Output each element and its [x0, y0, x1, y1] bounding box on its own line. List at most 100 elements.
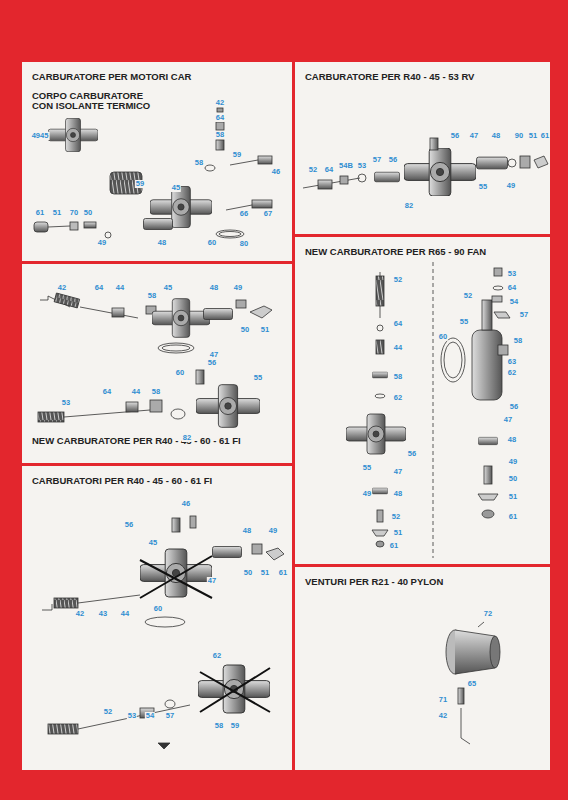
callout-number: 42: [75, 610, 85, 618]
callout-number: 57: [372, 156, 382, 164]
callout-number: 65: [467, 680, 477, 688]
callout-number: 54: [145, 712, 155, 720]
callout-number: 70: [69, 209, 79, 217]
callout-number: 47: [209, 351, 219, 359]
callout-number: 47: [469, 132, 479, 140]
callout-number: 48: [209, 284, 219, 292]
callout-number: 61: [540, 132, 550, 140]
callout-number: 56: [450, 132, 460, 140]
callout-number: 64: [215, 114, 225, 122]
callout-number: 44: [115, 284, 125, 292]
callout-number: 64: [324, 166, 334, 174]
callout-number: 59: [232, 151, 242, 159]
callout-number: 49: [97, 239, 107, 247]
callout-number: 51: [508, 493, 518, 501]
panel-title: CARBURATORI PER R40 - 45 - 60 - 61 FI: [32, 476, 282, 486]
callout-number: 58: [214, 722, 224, 730]
callout-number: 50: [83, 209, 93, 217]
callout-number: 44: [393, 344, 403, 352]
callout-number: 90: [514, 132, 524, 140]
callout-number: 64: [94, 284, 104, 292]
callout-number: 48: [491, 132, 501, 140]
callout-number: 55: [362, 464, 372, 472]
callout-number: 55: [253, 374, 263, 382]
callout-number: 66: [239, 210, 249, 218]
callout-number: 52: [393, 276, 403, 284]
callout-number: 72: [483, 610, 493, 618]
callout-number: 49: [362, 490, 372, 498]
callout-number: 52: [463, 292, 473, 300]
callout-number: 82: [182, 434, 192, 442]
callout-number: 60: [175, 369, 185, 377]
panel-title: CARBURATORE PER R40 - 45 - 53 RV: [305, 72, 540, 82]
callout-number: 53: [61, 399, 71, 407]
panel-title: CARBURATORE PER MOTORI CAR: [32, 72, 282, 82]
callout-number: 42: [57, 284, 67, 292]
callout-number: 54B: [338, 162, 354, 170]
callout-number: 48: [242, 527, 252, 535]
callout-number: 51: [52, 209, 62, 217]
callout-number: 58: [393, 373, 403, 381]
callout-number: 63: [507, 358, 517, 366]
callout-number: 49: [508, 458, 518, 466]
panel-title: NEW CARBURATORE PER R65 - 90 FAN: [305, 247, 540, 257]
callout-number: 82: [404, 202, 414, 210]
callout-number: 58: [513, 337, 523, 345]
callout-number: 58: [147, 292, 157, 300]
callout-number: 45: [148, 539, 158, 547]
callout-number: 4945: [31, 132, 50, 140]
callout-number: 46: [271, 168, 281, 176]
callout-number: 61: [389, 542, 399, 550]
callout-number: 48: [157, 239, 167, 247]
callout-number: 67: [263, 210, 273, 218]
callout-number: 47: [393, 468, 403, 476]
callout-number: 53: [507, 270, 517, 278]
callout-number: 49: [268, 527, 278, 535]
callout-number: 55: [459, 318, 469, 326]
callout-number: 51: [260, 569, 270, 577]
callout-number: 62: [212, 652, 222, 660]
panel-title: NEW CARBURATORE PER R40 - 45 - 60 - 61 F…: [32, 436, 282, 446]
callout-number: 60: [438, 333, 448, 341]
callout-number: 56: [388, 156, 398, 164]
callout-number: 49: [233, 284, 243, 292]
callout-number: 58: [215, 131, 225, 139]
callout-number: 58: [194, 159, 204, 167]
callout-number: 56: [124, 521, 134, 529]
callout-number: 62: [507, 369, 517, 377]
callout-number: 62: [393, 394, 403, 402]
callout-number: 47: [207, 577, 217, 585]
callout-number: 45: [163, 284, 173, 292]
callout-number: 56: [509, 403, 519, 411]
callout-number: 46: [181, 500, 191, 508]
callout-number: 44: [120, 610, 130, 618]
callout-number: 50: [243, 569, 253, 577]
callout-number: 52: [391, 513, 401, 521]
callout-number: 43: [98, 610, 108, 618]
callout-number: 55: [478, 183, 488, 191]
callout-number: 44: [131, 388, 141, 396]
callout-number: 61: [278, 569, 288, 577]
callout-number: 64: [393, 320, 403, 328]
callout-number: 42: [438, 712, 448, 720]
callout-number: 64: [507, 284, 517, 292]
callout-number: 53: [127, 712, 137, 720]
catalog-panel: VENTURI PER R21 - 40 PYLON: [295, 567, 550, 770]
callout-number: 58: [151, 388, 161, 396]
callout-number: 56: [207, 359, 217, 367]
callout-number: 47: [503, 416, 513, 424]
callout-number: 53: [357, 162, 367, 170]
callout-number: 54: [509, 298, 519, 306]
callout-number: 48: [507, 436, 517, 444]
callout-number: 59: [135, 180, 145, 188]
callout-number: 57: [519, 311, 529, 319]
callout-number: 49: [506, 182, 516, 190]
callout-number: 60: [207, 239, 217, 247]
callout-number: 61: [35, 209, 45, 217]
callout-number: 45: [171, 184, 181, 192]
callout-number: 64: [102, 388, 112, 396]
callout-number: 56: [407, 450, 417, 458]
callout-number: 51: [260, 326, 270, 334]
callout-number: 48: [393, 490, 403, 498]
